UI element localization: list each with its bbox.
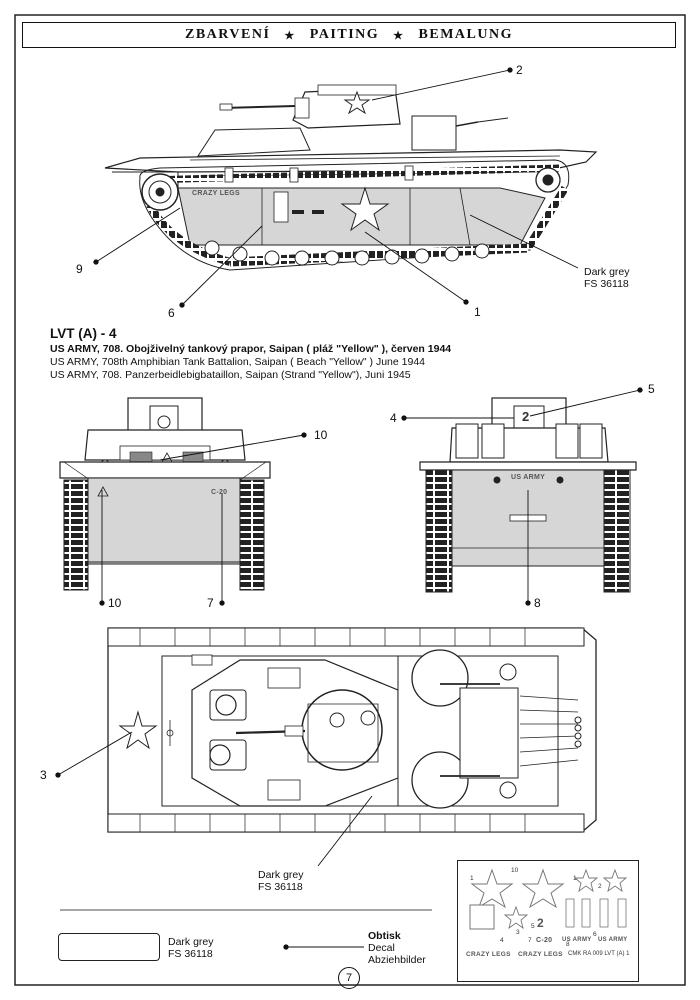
legend-color-swatch — [58, 933, 160, 961]
header-title-de: BEMALUNG — [418, 27, 513, 42]
callout-3: 3 — [40, 768, 47, 782]
paint-label-side: Dark grey FS 36118 — [584, 266, 630, 290]
decal-num: 8 — [566, 941, 570, 948]
decal-num: 1 — [573, 875, 577, 882]
callout-7: 7 — [207, 596, 214, 610]
decal-num: 6 — [593, 931, 597, 938]
paint-code: FS 36118 — [584, 278, 629, 290]
header-banner: ZBARVENÍ ★ PAITING ★ BEMALUNG — [22, 22, 676, 48]
paint-name: Dark grey — [258, 869, 304, 881]
decal-two: 2 — [537, 916, 544, 930]
callout-6: 6 — [168, 306, 175, 320]
unit-caption-de: US ARMY, 708. Panzerbeidlebigbataillon, … — [50, 369, 411, 381]
marking-crazy-legs: CRAZY LEGS — [192, 190, 240, 197]
page-number: 7 — [338, 967, 360, 989]
legend-color-code: FS 36118 — [168, 948, 213, 960]
legend-decal-en: Decal — [368, 942, 395, 954]
legend-decal-label: Obtisk Decal Abziehbilder — [368, 930, 426, 966]
marking-c20: C-20 — [211, 489, 228, 496]
callout-9: 9 — [76, 262, 83, 276]
star-separator-icon: ★ — [393, 29, 405, 42]
header-title-en: PAITING — [309, 27, 380, 42]
header-title-cz: ZBARVENÍ — [185, 27, 271, 42]
paint-code: FS 36118 — [258, 881, 303, 893]
marking-number-2: 2 — [522, 409, 530, 424]
legend-decal-cz: Obtisk — [368, 930, 401, 942]
decal-us-army: US ARMY — [562, 937, 592, 943]
front-view-drawing — [59, 397, 271, 591]
decal-num: 10 — [511, 867, 519, 874]
decal-sheet: 1 10 1 2 4 3 5 2 6 8 7 C-20 US ARMY US A… — [457, 860, 639, 982]
side-view-drawing — [104, 84, 598, 271]
paint-name: Dark grey — [584, 266, 630, 278]
decal-num: 7 — [528, 937, 532, 944]
callout-2: 2 — [516, 63, 523, 77]
decal-footer: CMK RA 009 LVT (A) 1 — [568, 951, 630, 957]
decal-num: 2 — [598, 883, 602, 890]
decal-us-army: US ARMY — [598, 937, 628, 943]
decal-sheet-art — [469, 868, 628, 930]
top-view-drawing — [107, 627, 597, 833]
star-separator-icon: ★ — [284, 29, 296, 42]
callout-8: 8 — [534, 596, 541, 610]
unit-caption-cz: US ARMY, 708. Obojživelný tankový prapor… — [50, 343, 452, 355]
decal-c20: C-20 — [536, 937, 553, 944]
unit-caption-en: US ARMY, 708th Amphibian Tank Battalion,… — [50, 356, 426, 368]
callout-10-bottom: 10 — [108, 596, 122, 610]
legend-decal-de: Abziehbilder — [368, 954, 426, 966]
callout-1: 1 — [474, 305, 481, 319]
marking-us-army: US ARMY — [511, 474, 546, 481]
callout-5: 5 — [648, 382, 655, 396]
decal-num: 4 — [500, 937, 504, 944]
callout-10-top: 10 — [314, 428, 328, 442]
decal-crazy-legs: CRAZY LEGS — [466, 951, 511, 958]
callout-leader-lines — [55, 67, 643, 950]
legend-color-label: Dark grey FS 36118 — [168, 936, 214, 960]
paint-label-top: Dark grey FS 36118 — [258, 869, 304, 893]
legend-color-name: Dark grey — [168, 936, 214, 948]
decal-num: 5 — [531, 923, 535, 930]
decal-num: 3 — [516, 929, 520, 936]
decal-num: 1 — [470, 875, 474, 882]
callout-4: 4 — [390, 411, 397, 425]
model-title: LVT (A) - 4 — [50, 326, 117, 341]
decal-crazy-legs: CRAZY LEGS — [518, 951, 563, 958]
vehicle-title-block: LVT (A) - 4 US ARMY, 708. Obojživelný ta… — [50, 326, 650, 382]
